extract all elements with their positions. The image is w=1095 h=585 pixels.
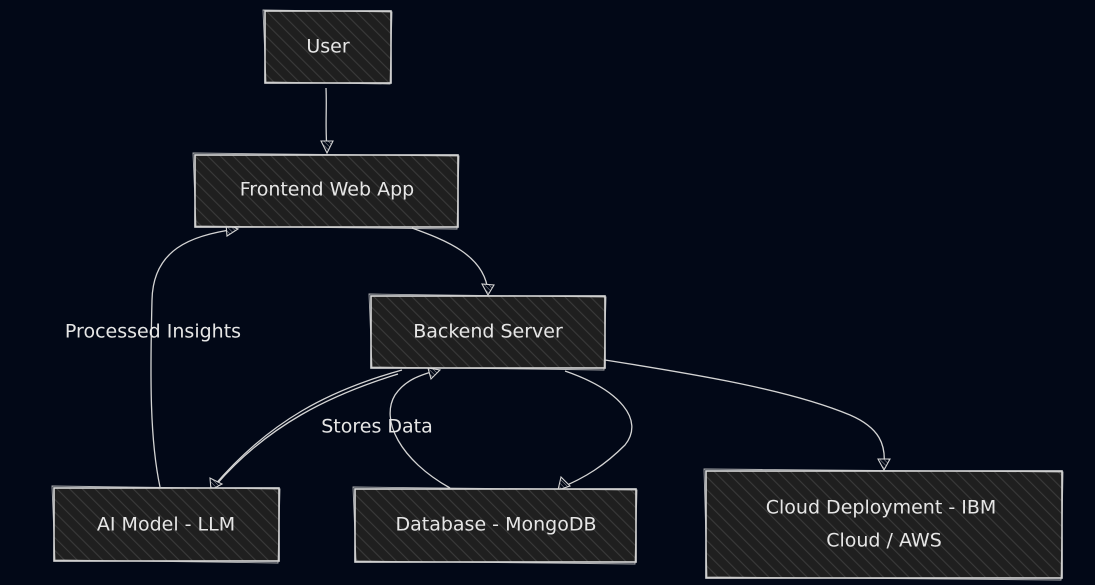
edge-frontend-to-backend — [411, 227, 495, 297]
arrowhead — [557, 475, 572, 491]
node-cloud-deployment[interactable]: Cloud Deployment - IBM Cloud / AWS — [703, 468, 1064, 581]
node-database[interactable]: Database - MongoDB — [352, 486, 638, 565]
node-ai-model[interactable]: AI Model - LLM — [51, 485, 281, 564]
arrowhead — [209, 477, 224, 491]
node-frontend-label: Frontend Web App — [240, 179, 414, 201]
node-cloud-label-line2: Cloud / AWS — [826, 530, 942, 552]
arrowhead — [320, 140, 334, 155]
node-frontend-web-app[interactable]: Frontend Web App — [192, 152, 460, 230]
node-backend-server[interactable]: Backend Server — [368, 293, 607, 371]
edge-database-to-backend — [389, 367, 451, 489]
edge-backend-to-cloud — [604, 359, 891, 472]
edge-label-stores-data: Stores Data — [321, 416, 433, 438]
node-backend-label: Backend Server — [413, 321, 563, 343]
edge-label-processed-insights: Processed Insights — [65, 321, 241, 343]
node-user-label: User — [306, 36, 349, 58]
arrowhead — [481, 283, 495, 297]
arrowhead — [427, 367, 442, 381]
node-cloud-label-line1: Cloud Deployment - IBM — [766, 497, 997, 519]
node-ai-model-label: AI Model - LLM — [97, 514, 235, 536]
edge-ai-to-frontend — [150, 223, 240, 488]
edge-backend-to-database — [557, 370, 633, 491]
node-database-label: Database - MongoDB — [395, 514, 596, 536]
arrowhead — [877, 458, 891, 472]
node-user[interactable]: User — [262, 9, 393, 85]
edge-user-to-frontend — [320, 87, 334, 155]
edge-backend-to-ai — [209, 369, 403, 491]
